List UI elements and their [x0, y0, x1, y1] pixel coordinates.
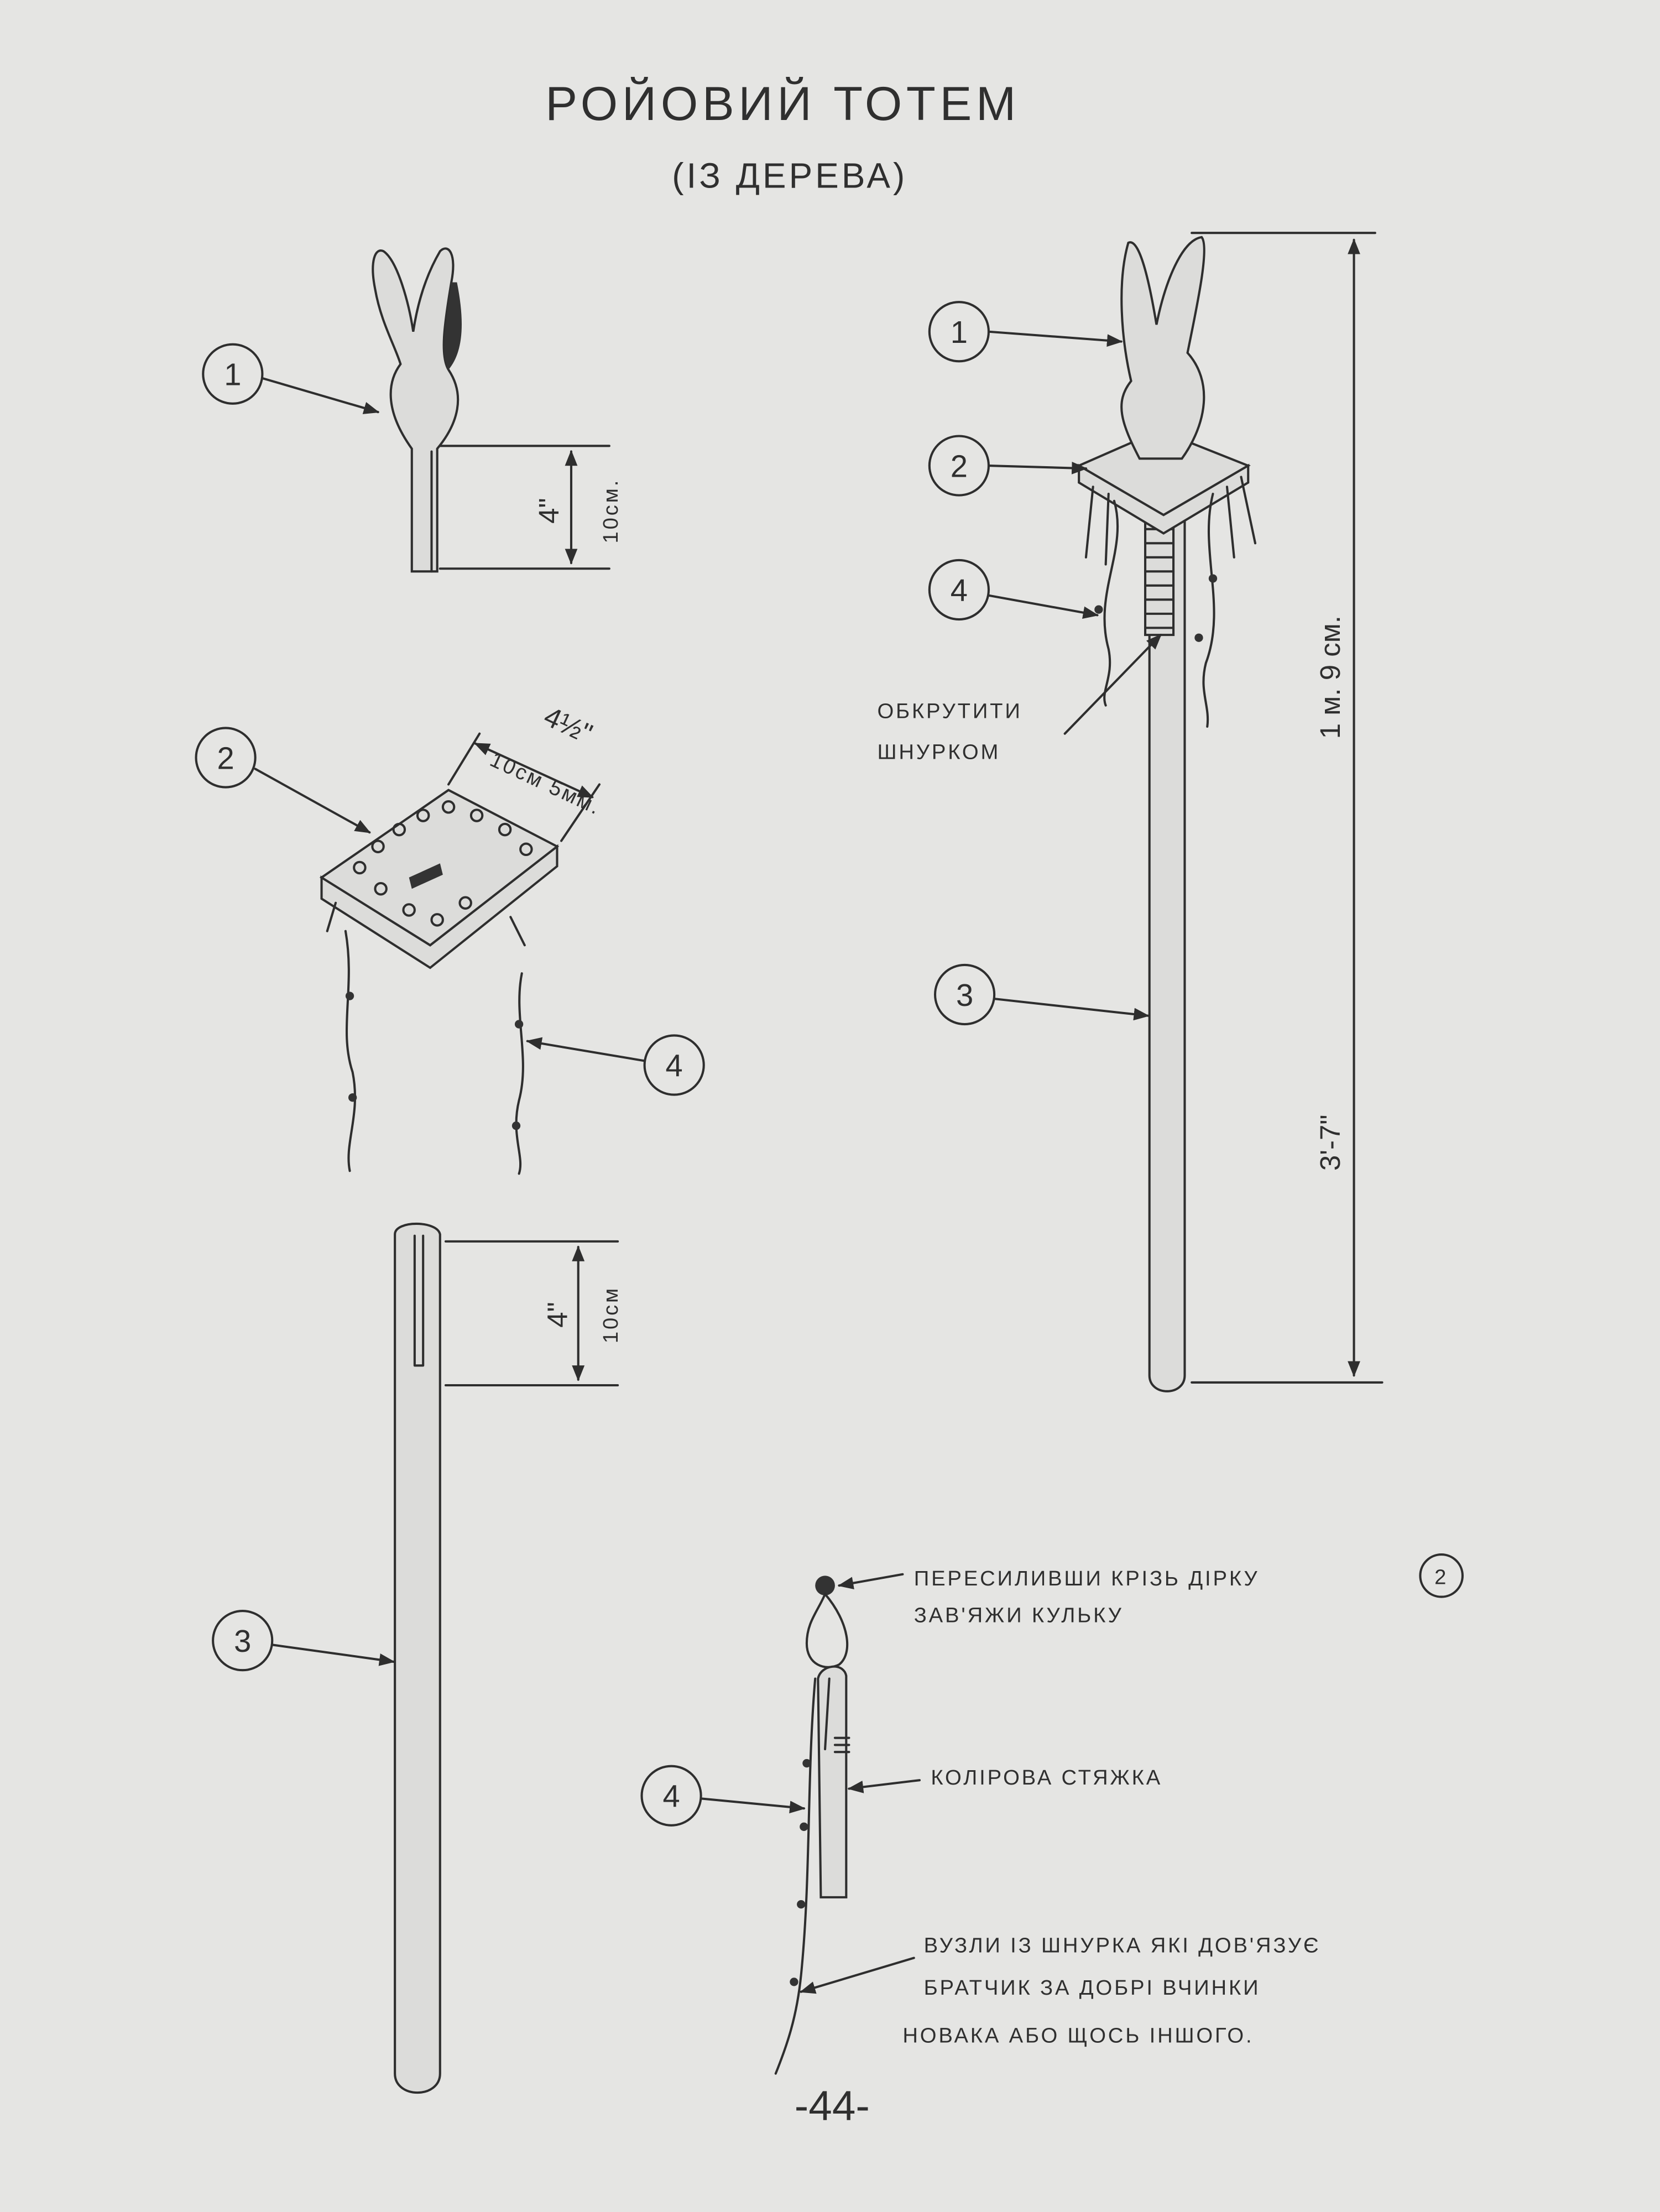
streamer-detail: [774, 1575, 850, 2075]
slit-dim-cm: 10см: [599, 1286, 623, 1343]
leader-arrow: [987, 330, 1123, 347]
callout-4-circle: [643, 1034, 705, 1096]
leader-arrow: [1063, 634, 1162, 735]
leader-arrow: [700, 1797, 806, 1814]
slit-dimension: 4" 10см: [444, 1240, 623, 1387]
callout-2-label: 2: [951, 448, 968, 483]
note-ref-label: 2: [1434, 1566, 1448, 1589]
leader-arrow: [837, 1573, 904, 1589]
height-metric: 1 м. 9 см.: [1314, 615, 1346, 739]
leader-arrow: [987, 461, 1088, 474]
callout-1-label: 1: [951, 315, 968, 349]
leader-arrow: [847, 1779, 921, 1793]
leader-arrow: [271, 1644, 395, 1666]
leader-arrow: [254, 768, 371, 834]
wrap-label-line-1: ОБКРУТИТИ: [877, 700, 1022, 723]
rabbit-head-detail: [372, 247, 462, 573]
callout-2-circle: [195, 727, 257, 789]
page-title: РОЙОВИЙ ТОТЕМ: [545, 76, 1020, 131]
wrap-label-line-2: ШНУРКОМ: [877, 740, 1000, 764]
callout-4-circle: [640, 1765, 702, 1827]
callout-4-label: 4: [951, 573, 968, 608]
assembled-totem: [1076, 236, 1257, 1392]
head-dimension: 4" 10см.: [439, 445, 623, 570]
height-imperial: 3'-7": [1314, 1115, 1346, 1171]
callout-3-circle: [212, 1610, 274, 1672]
head-dim-cm: 10см.: [599, 478, 623, 544]
height-dimension: 1 м. 9 см. 3'-7": [1191, 232, 1384, 1384]
callout-3-label: 3: [956, 978, 973, 1013]
leader-arrow: [261, 377, 380, 414]
callout-1-label: 1: [224, 357, 241, 392]
ribbon-label: КОЛІРОВА СТЯЖКА: [931, 1766, 1162, 1790]
page-number: -44-: [795, 2083, 870, 2130]
knots-note-line-3: НОВАКА АБО ЩОСЬ ІНШОГО.: [902, 2024, 1254, 2048]
callout-3-label: 3: [234, 1624, 251, 1658]
knots-note-line-2: БРАТЧИК ЗА ДОБРІ ВЧИНКИ: [924, 1976, 1261, 2000]
callout-4-label: 4: [666, 1048, 683, 1083]
pole-detail: [394, 1222, 441, 2094]
note-ref-circle: [1419, 1553, 1464, 1598]
knots-note-line-1: ВУЗЛИ ІЗ ШНУРКА ЯКІ ДОВ'ЯЗУЄ: [924, 1933, 1321, 1957]
leader-arrow: [799, 1957, 915, 1994]
callout-4-label: 4: [662, 1779, 680, 1814]
note-line-2: ЗАВ'ЯЖИ КУЛЬКУ: [914, 1604, 1124, 1627]
plate-dim-cm: 10см 5мм.: [487, 748, 605, 820]
callout-3-circle: [933, 963, 996, 1026]
leader-arrow: [993, 998, 1150, 1021]
page-subtitle: (ІЗ ДЕРЕВА): [672, 156, 907, 196]
callout-2-label: 2: [217, 740, 234, 775]
plate-dim-inches: 4½": [539, 700, 597, 749]
callout-1-circle: [202, 343, 264, 405]
square-plate-detail: [319, 789, 560, 1175]
head-dim-inches: 4": [533, 498, 565, 523]
note-line-1: ПЕРЕСИЛИВШИ КРІЗЬ ДІРКУ: [914, 1567, 1260, 1590]
leader-arrow: [987, 594, 1099, 619]
callout-4-circle: [928, 559, 990, 621]
leader-arrow: [526, 1037, 646, 1062]
slit-dim-inches: 4": [541, 1302, 573, 1327]
